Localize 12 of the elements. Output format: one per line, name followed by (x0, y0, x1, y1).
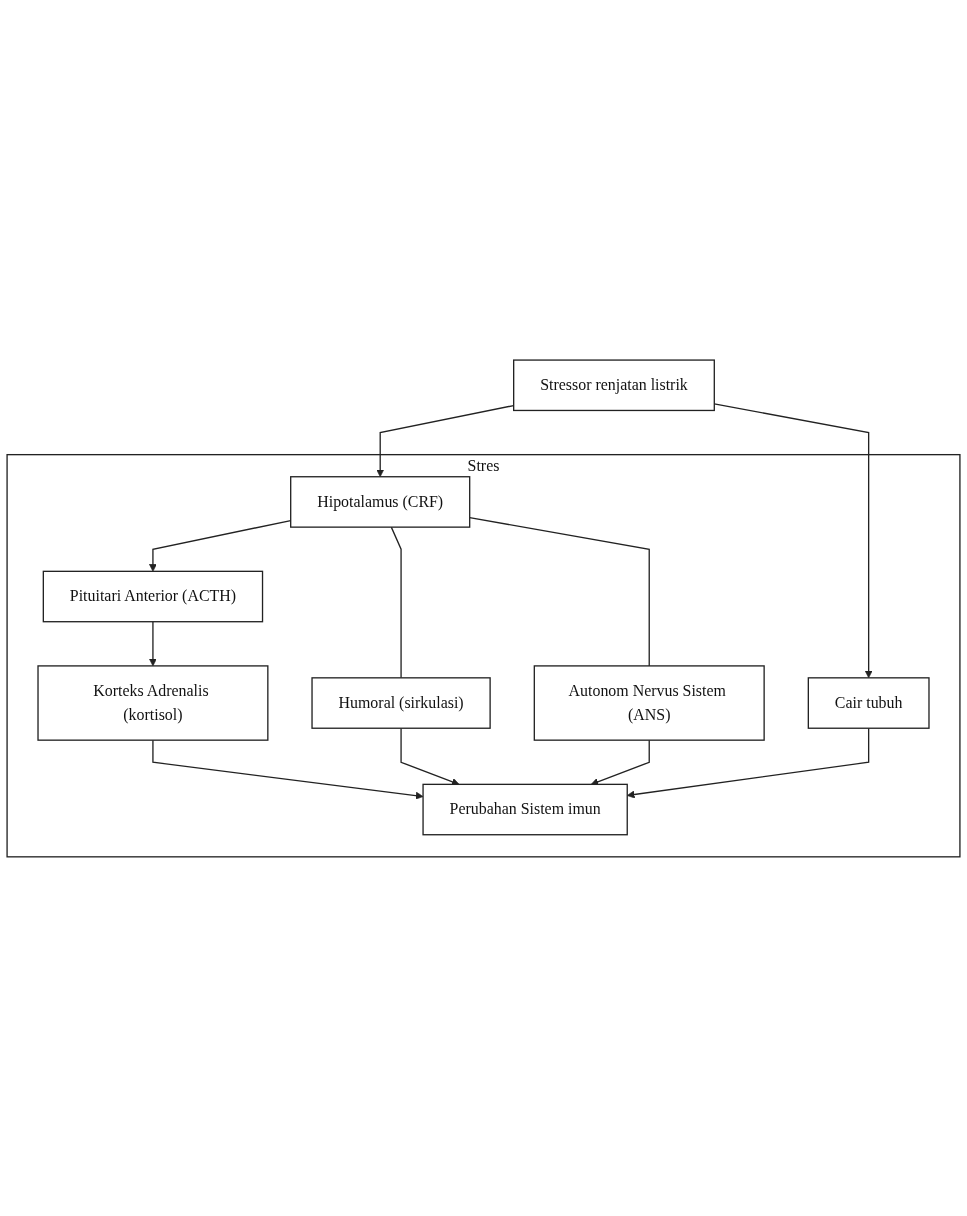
node-box: Hipotalamus (CRF) (290, 475, 471, 528)
node-box: Stressor renjatan listrik (513, 358, 715, 411)
node-box: Cair tubuh (807, 676, 930, 729)
node-box: Humoral (sirkulasi) (311, 676, 491, 729)
node-box: Perubahan Sistem imun (422, 783, 628, 835)
node-box: Korteks Adrenalis (kortisol) (37, 664, 269, 741)
arrow (152, 739, 424, 800)
connector (390, 526, 402, 679)
node-box: Autonom Nervus Sistem (ANS) (533, 664, 765, 741)
node-box: Pituitari Anterior (ACTH) (42, 570, 264, 622)
connector (469, 516, 650, 667)
arrow (149, 620, 157, 666)
